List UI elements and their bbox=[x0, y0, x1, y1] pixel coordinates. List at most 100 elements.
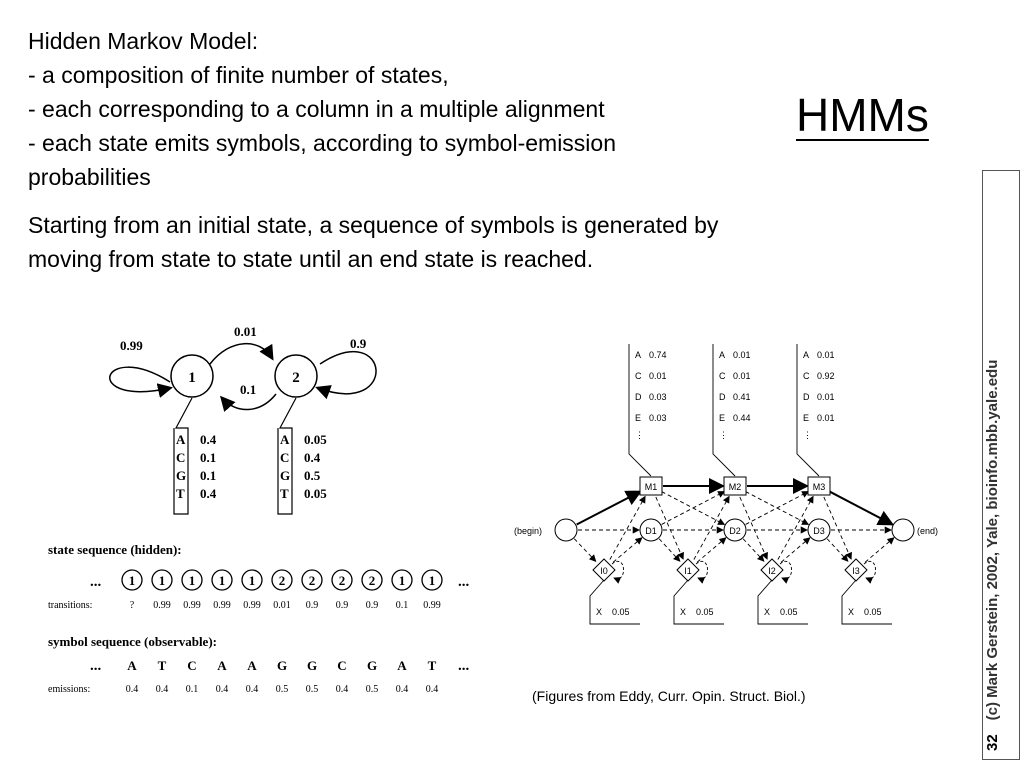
insert-emission-pointer bbox=[673, 579, 724, 625]
emission-prob: 0.4 bbox=[304, 450, 321, 465]
transition-value: 0.9 bbox=[366, 600, 379, 611]
emission-value: 0.4 bbox=[126, 684, 139, 695]
state-seq-value: 1 bbox=[249, 573, 256, 588]
match-emission-symbol: A bbox=[635, 350, 641, 360]
description-paragraph: Starting from an initial state, a sequen… bbox=[28, 212, 719, 272]
sidebar-credit: 32(c) Mark Gerstein, 2002, Yale, bioinfo… bbox=[984, 360, 1001, 751]
symbol-value: G bbox=[307, 658, 317, 673]
symbol-seq-dots-right: ... bbox=[458, 658, 470, 674]
emission-symbol: C bbox=[280, 450, 289, 465]
insert-emission-pointer bbox=[589, 579, 640, 625]
insert-self-loop bbox=[695, 561, 708, 584]
symbol-seq-title: symbol sequence (observable): bbox=[48, 634, 217, 649]
state-seq-circle bbox=[181, 569, 203, 591]
profile-transition-edge bbox=[777, 495, 814, 560]
emission-symbol: T bbox=[280, 486, 289, 501]
profile-transition-edge bbox=[829, 490, 895, 526]
transition-2-1 bbox=[220, 393, 277, 412]
state-seq-circle bbox=[331, 569, 353, 591]
match-emission-symbol: D bbox=[719, 392, 726, 402]
insert-state-shape bbox=[844, 558, 868, 582]
transitions-label: transitions: bbox=[48, 600, 92, 611]
emission-value: 0.5 bbox=[306, 684, 319, 695]
end-state bbox=[891, 518, 915, 542]
transition-value: 0.99 bbox=[153, 600, 171, 611]
state-seq-value: 2 bbox=[369, 573, 376, 588]
transition-value: 0.99 bbox=[423, 600, 441, 611]
prob-1-1: 0.99 bbox=[120, 338, 143, 353]
symbol-value: A bbox=[217, 658, 227, 673]
state-circle-2 bbox=[274, 354, 318, 398]
symbol-value: G bbox=[277, 658, 287, 673]
profile-transition-edge bbox=[655, 496, 684, 560]
emission-value: 0.5 bbox=[366, 684, 379, 695]
insert-emission-prob: 0.05 bbox=[864, 607, 882, 617]
symbol-value: A bbox=[127, 658, 137, 673]
prob-2-1: 0.1 bbox=[240, 382, 256, 397]
transition-value: 0.1 bbox=[396, 600, 409, 611]
end-label: (end) bbox=[917, 526, 938, 536]
insert-emission-pointer bbox=[757, 579, 808, 625]
emission-value: 0.4 bbox=[156, 684, 169, 695]
state-seq-value: 2 bbox=[309, 573, 316, 588]
match-emission-prob: 0.41 bbox=[733, 392, 751, 402]
delete-state-label: D3 bbox=[813, 526, 825, 536]
state-seq-circle bbox=[211, 569, 233, 591]
intro-line: - each state emits symbols, according to… bbox=[28, 130, 616, 156]
insert-emission-symbol: X bbox=[596, 607, 602, 617]
match-emission-prob: 0.01 bbox=[817, 392, 835, 402]
match-emission-prob: 0.01 bbox=[733, 350, 751, 360]
delete-state-shape bbox=[723, 518, 747, 542]
match-emission-symbol: D bbox=[803, 392, 810, 402]
insert-state-label: I1 bbox=[684, 566, 692, 576]
match-emission-prob: 0.03 bbox=[649, 392, 667, 402]
insert-emission-prob: 0.05 bbox=[612, 607, 630, 617]
prob-2-2: 0.9 bbox=[350, 336, 367, 351]
state-seq-dots-left: ... bbox=[90, 574, 102, 590]
intro-line: - each corresponding to a column in a mu… bbox=[28, 96, 605, 122]
match-emission-symbol: C bbox=[635, 371, 642, 381]
delete-state-label: D1 bbox=[645, 526, 657, 536]
emissions-label: emissions: bbox=[48, 684, 90, 695]
state-seq-value: 2 bbox=[279, 573, 286, 588]
emission-symbol: G bbox=[176, 468, 186, 483]
emission-symbol: G bbox=[280, 468, 290, 483]
insert-state-label: I2 bbox=[768, 566, 776, 576]
symbol-value: G bbox=[367, 658, 377, 673]
symbol-value: T bbox=[158, 658, 167, 673]
symbol-value: A bbox=[397, 658, 407, 673]
emission-symbol: C bbox=[176, 450, 185, 465]
state-seq-value: 1 bbox=[189, 573, 196, 588]
insert-state-shape bbox=[676, 558, 700, 582]
match-emission-prob: 0.01 bbox=[817, 413, 835, 423]
profile-transition-edge bbox=[612, 537, 643, 563]
match-emission-ellipsis: ⋮ bbox=[803, 430, 812, 440]
match-emission-prob: 0.03 bbox=[649, 413, 667, 423]
state-seq-circle bbox=[121, 569, 143, 591]
insert-state-label: I0 bbox=[600, 566, 608, 576]
intro-text: Hidden Markov Model: - a composition of … bbox=[28, 24, 788, 194]
match-emission-symbol: D bbox=[635, 392, 642, 402]
profile-transition-edge bbox=[864, 537, 895, 563]
state-seq-value: 1 bbox=[129, 573, 136, 588]
symbol-value: A bbox=[247, 658, 257, 673]
state-seq-circle bbox=[301, 569, 323, 591]
insert-state-label: I3 bbox=[852, 566, 860, 576]
begin-label: (begin) bbox=[514, 526, 542, 536]
match-emission-prob: 0.74 bbox=[649, 350, 667, 360]
intro-line: probabilities bbox=[28, 164, 151, 190]
state-seq-value: 1 bbox=[159, 573, 166, 588]
page-number: 32 bbox=[984, 734, 1001, 751]
figure-caption: (Figures from Eddy, Curr. Opin. Struct. … bbox=[532, 688, 806, 704]
match-emission-symbol: E bbox=[635, 413, 641, 423]
state-seq-value: 1 bbox=[429, 573, 436, 588]
emission-value: 0.4 bbox=[216, 684, 229, 695]
match-state-label: M3 bbox=[813, 482, 826, 492]
delete-state-shape bbox=[639, 518, 663, 542]
